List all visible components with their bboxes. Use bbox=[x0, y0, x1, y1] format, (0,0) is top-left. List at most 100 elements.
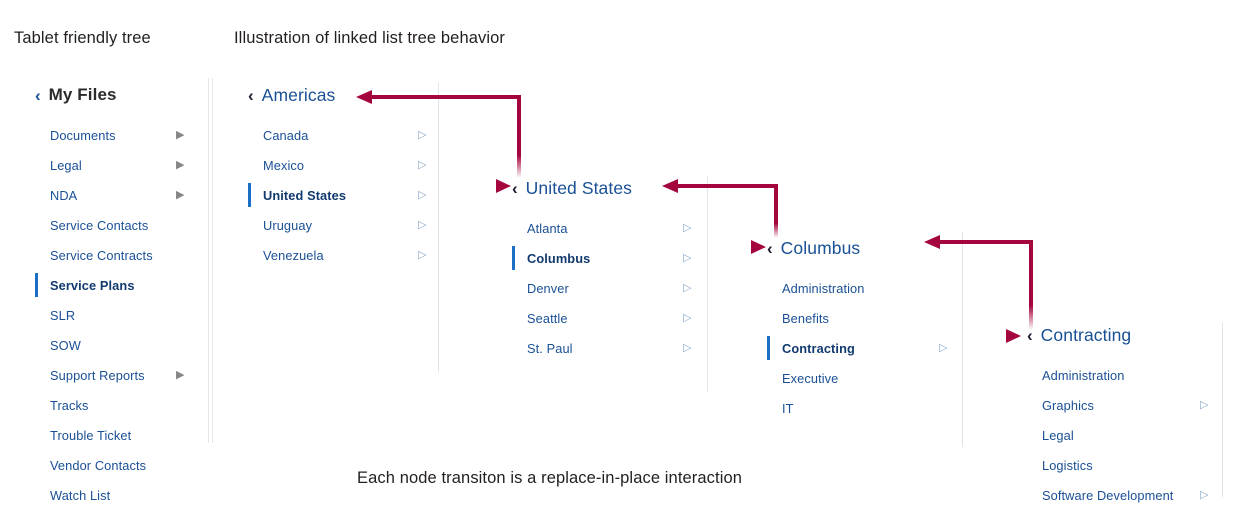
list-item-benefits[interactable]: Benefits bbox=[767, 303, 957, 333]
column-title: Americas bbox=[261, 84, 336, 105]
list-item-service-contracts[interactable]: Service Contracts bbox=[35, 240, 200, 270]
disclosure-icon[interactable]: ▷ bbox=[683, 281, 692, 294]
divider-col4 bbox=[962, 232, 963, 447]
disclosure-icon[interactable]: ▷ bbox=[683, 311, 692, 324]
list-item-executive[interactable]: Executive bbox=[767, 363, 957, 393]
list-item-label: Seattle bbox=[527, 310, 568, 326]
list-item-graphics[interactable]: Graphics ▷ bbox=[1027, 390, 1222, 420]
back-chevron-icon[interactable]: ‹ bbox=[512, 178, 518, 198]
heading-tablet-friendly-tree: Tablet friendly tree bbox=[14, 29, 151, 47]
list-item-service-contacts[interactable]: Service Contacts bbox=[35, 210, 200, 240]
column-title: My Files bbox=[48, 85, 117, 104]
list-item-venezuela[interactable]: Venezuela ▷ bbox=[248, 240, 433, 270]
disclosure-icon[interactable]: ▷ bbox=[418, 218, 427, 231]
disclosure-icon[interactable]: ▷ bbox=[683, 341, 692, 354]
list-item-canada[interactable]: Canada ▷ bbox=[248, 120, 433, 150]
list-item-denver[interactable]: Denver ▷ bbox=[512, 273, 697, 303]
list-item-vendor-contacts[interactable]: Vendor Contacts bbox=[35, 450, 200, 480]
list-item-tracks[interactable]: Tracks bbox=[35, 390, 200, 420]
back-chevron-icon[interactable]: ‹ bbox=[35, 85, 41, 105]
column-americas: ‹ Americas Canada ▷ Mexico ▷ United Stat… bbox=[248, 84, 433, 270]
disclosure-icon[interactable]: ▷ bbox=[418, 248, 427, 261]
list-item-administration[interactable]: Administration bbox=[767, 273, 957, 303]
list-item-label: Tracks bbox=[50, 397, 89, 413]
list-item-contracting[interactable]: Contracting ▷ bbox=[767, 333, 957, 363]
list-item-label: Canada bbox=[263, 127, 309, 143]
list-item-logistics[interactable]: Logistics bbox=[1027, 450, 1222, 480]
back-chevron-icon[interactable]: ‹ bbox=[767, 238, 773, 258]
list-item-seattle[interactable]: Seattle ▷ bbox=[512, 303, 697, 333]
disclosure-icon[interactable]: ▷ bbox=[418, 188, 427, 201]
list-item-label: NDA bbox=[50, 187, 78, 203]
list-item-sow[interactable]: SOW bbox=[35, 330, 200, 360]
list-item-slr[interactable]: SLR bbox=[35, 300, 200, 330]
list-item-service-plans[interactable]: Service Plans bbox=[35, 270, 200, 300]
item-list-columbus: Administration Benefits Contracting ▷ Ex… bbox=[767, 273, 957, 423]
disclosure-icon[interactable]: ▷ bbox=[939, 341, 948, 354]
list-item-label: SOW bbox=[50, 337, 81, 353]
list-item-legal[interactable]: Legal bbox=[1027, 420, 1222, 450]
list-item-label: Denver bbox=[527, 280, 569, 296]
disclosure-icon[interactable]: ▷ bbox=[1200, 488, 1209, 501]
disclosure-icon[interactable]: ▷ bbox=[683, 251, 692, 264]
divider-col5 bbox=[1222, 322, 1223, 497]
list-item-label: Atlanta bbox=[527, 220, 568, 236]
list-item-united-states[interactable]: United States ▷ bbox=[248, 180, 433, 210]
list-item-label: Uruguay bbox=[263, 217, 313, 233]
list-item-trouble-ticket[interactable]: Trouble Ticket bbox=[35, 420, 200, 450]
list-item-watch-list[interactable]: Watch List bbox=[35, 480, 200, 510]
list-item-label: Legal bbox=[50, 157, 82, 173]
column-header-contracting[interactable]: ‹ Contracting bbox=[1027, 324, 1222, 346]
column-header-americas[interactable]: ‹ Americas bbox=[248, 84, 433, 106]
list-item-label: Service Plans bbox=[50, 277, 135, 293]
list-item-columbus[interactable]: Columbus ▷ bbox=[512, 243, 697, 273]
disclosure-icon[interactable]: ▶ bbox=[176, 188, 185, 201]
list-item-label: Executive bbox=[782, 370, 839, 386]
heading-illustration: Illustration of linked list tree behavio… bbox=[234, 29, 505, 47]
disclosure-icon[interactable]: ▷ bbox=[418, 128, 427, 141]
list-item-label: Legal bbox=[1042, 427, 1074, 443]
list-item-label: Benefits bbox=[782, 310, 830, 326]
list-item-label: Documents bbox=[50, 127, 116, 143]
back-chevron-icon[interactable]: ‹ bbox=[248, 85, 254, 105]
list-item-label: Venezuela bbox=[263, 247, 324, 263]
list-item-atlanta[interactable]: Atlanta ▷ bbox=[512, 213, 697, 243]
list-item-it[interactable]: IT bbox=[767, 393, 957, 423]
list-item-label: IT bbox=[782, 400, 794, 416]
disclosure-icon[interactable]: ▶ bbox=[176, 158, 185, 171]
list-item-label: Trouble Ticket bbox=[50, 427, 132, 443]
list-item-label: SLR bbox=[50, 307, 76, 323]
disclosure-icon[interactable]: ▷ bbox=[1200, 398, 1209, 411]
list-item-label: Watch List bbox=[50, 487, 111, 503]
list-item-label: Software Development bbox=[1042, 487, 1174, 503]
divider-col2 bbox=[438, 82, 439, 372]
column-header-my-files[interactable]: ‹ My Files bbox=[35, 84, 200, 106]
list-item-administration[interactable]: Administration bbox=[1027, 360, 1222, 390]
column-title: United States bbox=[525, 177, 633, 198]
column-contracting: ‹ Contracting Administration Graphics ▷ … bbox=[1027, 324, 1222, 510]
column-header-columbus[interactable]: ‹ Columbus bbox=[767, 237, 957, 259]
disclosure-icon[interactable]: ▷ bbox=[418, 158, 427, 171]
list-item-label: Service Contacts bbox=[50, 217, 149, 233]
list-item-support-reports[interactable]: Support Reports ▶ bbox=[35, 360, 200, 390]
list-item-label: Service Contracts bbox=[50, 247, 153, 263]
list-item-label: Vendor Contacts bbox=[50, 457, 147, 473]
list-item-uruguay[interactable]: Uruguay ▷ bbox=[248, 210, 433, 240]
list-item-legal[interactable]: Legal ▶ bbox=[35, 150, 200, 180]
disclosure-icon[interactable]: ▶ bbox=[176, 128, 185, 141]
disclosure-icon[interactable]: ▶ bbox=[176, 368, 185, 381]
list-item-software-development[interactable]: Software Development ▷ bbox=[1027, 480, 1222, 510]
item-list-my-files: Documents ▶ Legal ▶ NDA ▶ Service Contac… bbox=[35, 120, 200, 510]
list-item-st-paul[interactable]: St. Paul ▷ bbox=[512, 333, 697, 363]
list-item-mexico[interactable]: Mexico ▷ bbox=[248, 150, 433, 180]
divider-col1-b bbox=[212, 78, 213, 443]
list-item-documents[interactable]: Documents ▶ bbox=[35, 120, 200, 150]
caption-replace-in-place: Each node transiton is a replace-in-plac… bbox=[357, 469, 743, 487]
list-item-nda[interactable]: NDA ▶ bbox=[35, 180, 200, 210]
column-header-united-states[interactable]: ‹ United States bbox=[512, 177, 697, 199]
back-chevron-icon[interactable]: ‹ bbox=[1027, 325, 1033, 345]
item-list-contracting: Administration Graphics ▷ Legal Logistic… bbox=[1027, 360, 1222, 510]
list-item-label: Graphics bbox=[1042, 397, 1095, 413]
disclosure-icon[interactable]: ▷ bbox=[683, 221, 692, 234]
